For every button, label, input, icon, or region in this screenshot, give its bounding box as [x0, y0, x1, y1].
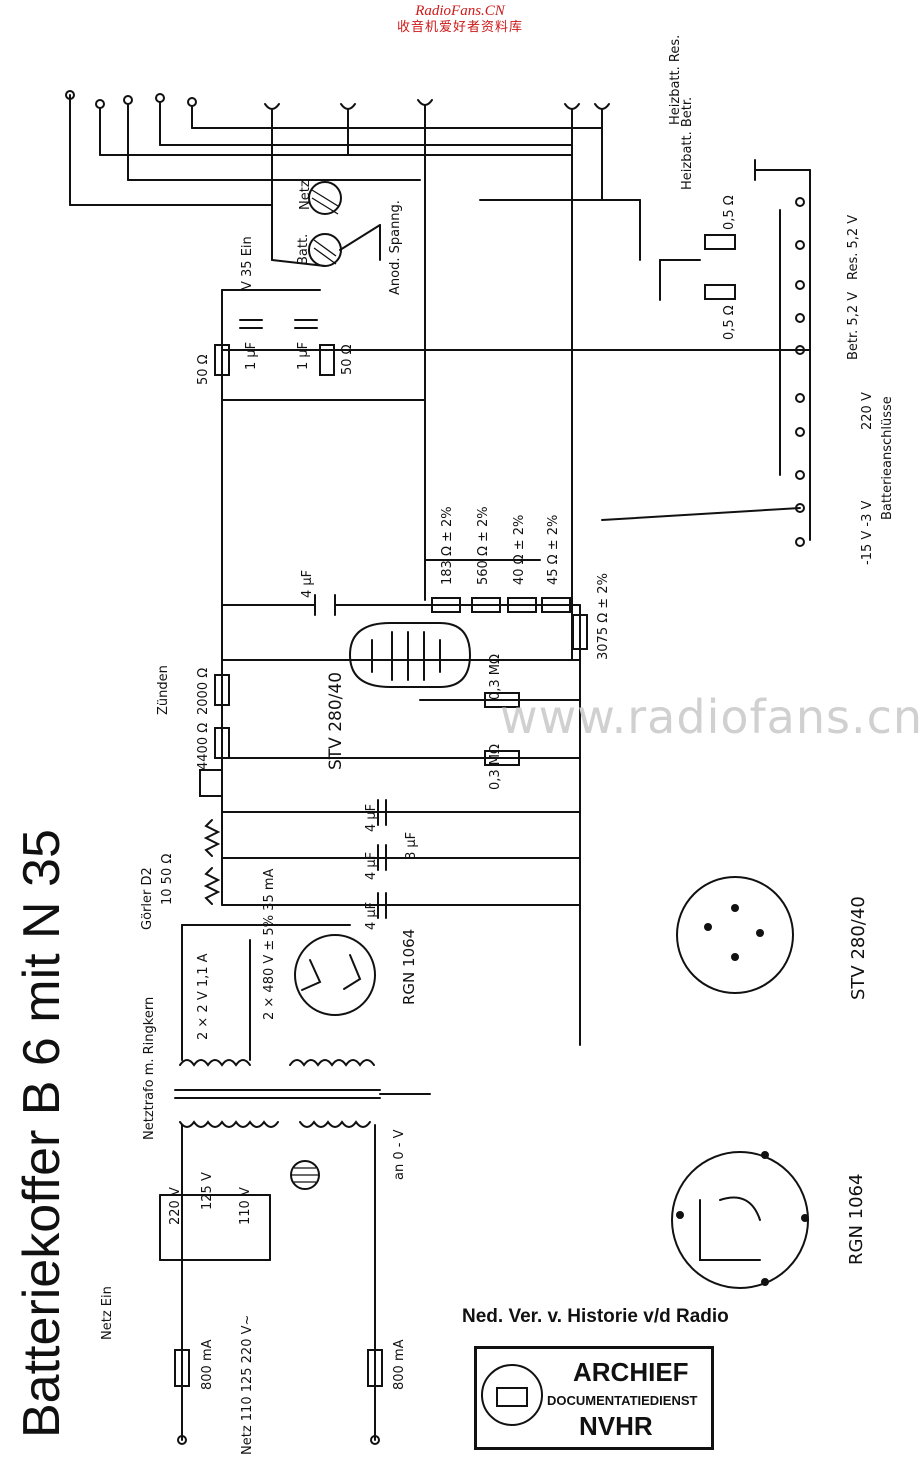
top-terminals [65, 90, 610, 110]
mains-input [159, 1124, 383, 1445]
label-socket2: RGN 1064 [846, 1173, 867, 1265]
credit-line: Ned. Ver. v. Historie v/d Radio [462, 1306, 729, 1327]
label-batt: Batt. [296, 233, 311, 265]
label-c6: 4 µF [364, 803, 379, 832]
top-terminal-wiring [69, 94, 603, 661]
label-sel-110: 110 V [238, 1187, 253, 1225]
label-c23: 1 µF [296, 341, 311, 370]
transformer [174, 1059, 431, 1190]
watermark-site: RadioFans.CN [415, 3, 505, 19]
watermark-header: RadioFans.CN 收音机爱好者资料库 [0, 3, 920, 35]
small-resistors [199, 344, 335, 905]
diagram-title: Batteriekoffer B 6 mit N 35 [13, 829, 71, 1438]
label-r19: 3075 Ω ± 2% [596, 573, 611, 660]
left-supply-wiring [221, 289, 811, 906]
label-r11: 2000 Ω [196, 667, 211, 715]
label-fuse-2: 800 mA [392, 1339, 407, 1390]
stamp-line1: ARCHIEF [573, 1357, 689, 1387]
label-r16: 560 Ω ± 2% [476, 506, 491, 585]
label-r28: 0,5 Ω [722, 195, 737, 230]
stv-tube [348, 622, 472, 688]
tube-sockets [671, 876, 809, 1289]
label-goerler: Görler D2 [140, 867, 155, 930]
label-220v: 220 V [860, 392, 875, 430]
label-c13: 4 µF [300, 569, 315, 598]
label-anode: Anod. Spanng. [388, 200, 403, 295]
label-c22: 1 µF [244, 341, 259, 370]
label-c4b: 8 µF [404, 831, 419, 860]
label-r21: 50 Ω [340, 344, 355, 375]
label-fuse-1: 800 mA [200, 1339, 215, 1390]
label-15v: -15 V -3 V [860, 500, 875, 565]
label-winding-b: 2 × 480 V ± 5% 35 mA [262, 868, 277, 1020]
label-r9: 0,3 MΩ [488, 654, 503, 700]
label-r10: 4400 Ω [196, 722, 211, 770]
stamp-line3: NVHR [579, 1411, 653, 1441]
label-socket1: STV 280/40 [848, 896, 869, 1000]
battery-terminals [424, 159, 811, 561]
label-zuenden: Zünden [156, 665, 171, 715]
label-transformer: Netztrafo m. Ringkern [142, 996, 157, 1140]
rgn-tube [181, 924, 376, 1061]
label-r20: 50 Ω [196, 354, 211, 385]
relay-lamps [271, 181, 381, 267]
label-batterieanschluesse: Batterieanschlüsse [880, 396, 895, 520]
archive-stamp: ARCHIEF DOCUMENTATIEDIENST NVHR [474, 1346, 714, 1450]
label-r8: 0,3 MΩ [488, 744, 503, 790]
watermark-center: www.radiofans.cn [500, 690, 920, 744]
label-r17: 40 Ω ± 2% [512, 514, 527, 585]
label-res: Res. 5,2 V [846, 214, 861, 280]
label-an-0v: an 0 - V [392, 1129, 407, 1180]
capacitors [239, 319, 387, 919]
label-r15: 183 Ω ± 2% [440, 506, 455, 585]
resistor-chain [221, 597, 588, 1046]
label-netz: Netz [298, 180, 313, 210]
stamp-radio-icon [481, 1364, 543, 1426]
label-winding-a: 2 × 2 V 1,1 A [196, 953, 211, 1040]
label-ohm-1050: 10 50 Ω [160, 853, 175, 905]
label-netz-ein: Netz Ein [100, 1286, 115, 1340]
label-tube-main: STV 280/40 [326, 671, 346, 770]
label-sel-125: 125 V [200, 1172, 215, 1210]
watermark-site-cn: 收音机爱好者资料库 [396, 19, 523, 34]
label-betr: Betr. 5,2 V [846, 291, 861, 360]
label-c2: 4 µF [364, 901, 379, 930]
label-r29: 0,5 Ω [722, 305, 737, 340]
label-c4: 4 µF [364, 851, 379, 880]
label-v35: V 35 Ein [240, 236, 255, 290]
label-sel-220: 220 V [168, 1187, 183, 1225]
label-r18: 45 Ω ± 2% [546, 514, 561, 585]
label-heizbatt-betr: Heizbatt. Betr. [680, 96, 695, 190]
label-netz-in: Netz 110 125 220 V~ [240, 1314, 255, 1455]
label-rect-tube: RGN 1064 [400, 928, 418, 1005]
stamp-line2: DOCUMENTATIEDIENST [547, 1393, 698, 1408]
